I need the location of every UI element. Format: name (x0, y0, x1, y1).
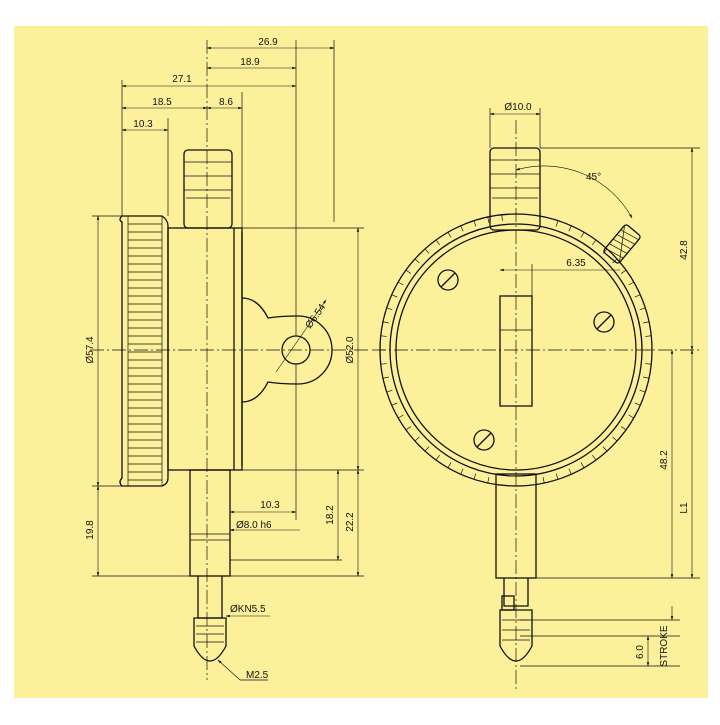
front-screw-right (593, 311, 615, 333)
dim-27-1-label: 27.1 (172, 74, 192, 85)
dim-8-6-label: 8.6 (219, 97, 233, 108)
front-view: Ø10.0 45° 6.35 42.8 48.2 L1 STROKE 6.0 (372, 102, 700, 690)
side-bottom-dimensions (92, 364, 364, 681)
dim-dia-6-54-leader (275, 299, 327, 373)
dim-dia-10-0-label: Ø10.0 (504, 102, 532, 113)
front-rim-knurl (380, 214, 652, 484)
dim-18-5-label: 18.5 (152, 97, 172, 108)
dim-dia-8-h6-label: Ø8.0 h6 (236, 520, 272, 531)
side-top-stem (183, 149, 233, 229)
dim-stroke-label: STROKE (659, 625, 670, 666)
dim-48-2-label: 48.2 (659, 450, 670, 470)
dim-10-3-bottom-label: 10.3 (260, 500, 280, 511)
dim-10-3-top-label: 10.3 (133, 119, 153, 130)
dim-26-9-label: 26.9 (258, 37, 278, 48)
side-knurled-bezel (119, 215, 169, 487)
dim-l1-label: L1 (679, 502, 690, 514)
dim-dia-10-0 (489, 108, 541, 148)
dim-dia-57-4-label: Ø57.4 (85, 336, 96, 364)
dim-dia-52-0 (242, 227, 364, 471)
dim-6-0-label: 6.0 (635, 645, 646, 659)
front-right-dimensions (520, 147, 700, 667)
dim-m2-5-label: M2.5 (246, 670, 269, 681)
dim-45-deg-arc (515, 165, 633, 219)
dim-42-8-label: 42.8 (679, 240, 690, 260)
drawing-background (14, 26, 708, 698)
dim-18-9-label: 18.9 (240, 57, 260, 68)
front-screw-bottom (473, 429, 495, 451)
side-top-dimensions (121, 40, 335, 336)
dim-45-deg-label: 45° (586, 172, 601, 183)
front-screw-top-left (437, 269, 459, 291)
front-clamp-screw (603, 224, 641, 264)
dim-kn5-5-label: ØKN5.5 (230, 604, 266, 615)
dim-dia-52-0-label: Ø52.0 (345, 336, 356, 364)
side-bottom-stem (189, 469, 231, 662)
dim-18-2-label: 18.2 (325, 505, 336, 525)
dim-22-2-label: 22.2 (345, 512, 356, 532)
dim-19-8-label: 19.8 (85, 520, 96, 540)
dim-6-35-label: 6.35 (566, 258, 586, 269)
